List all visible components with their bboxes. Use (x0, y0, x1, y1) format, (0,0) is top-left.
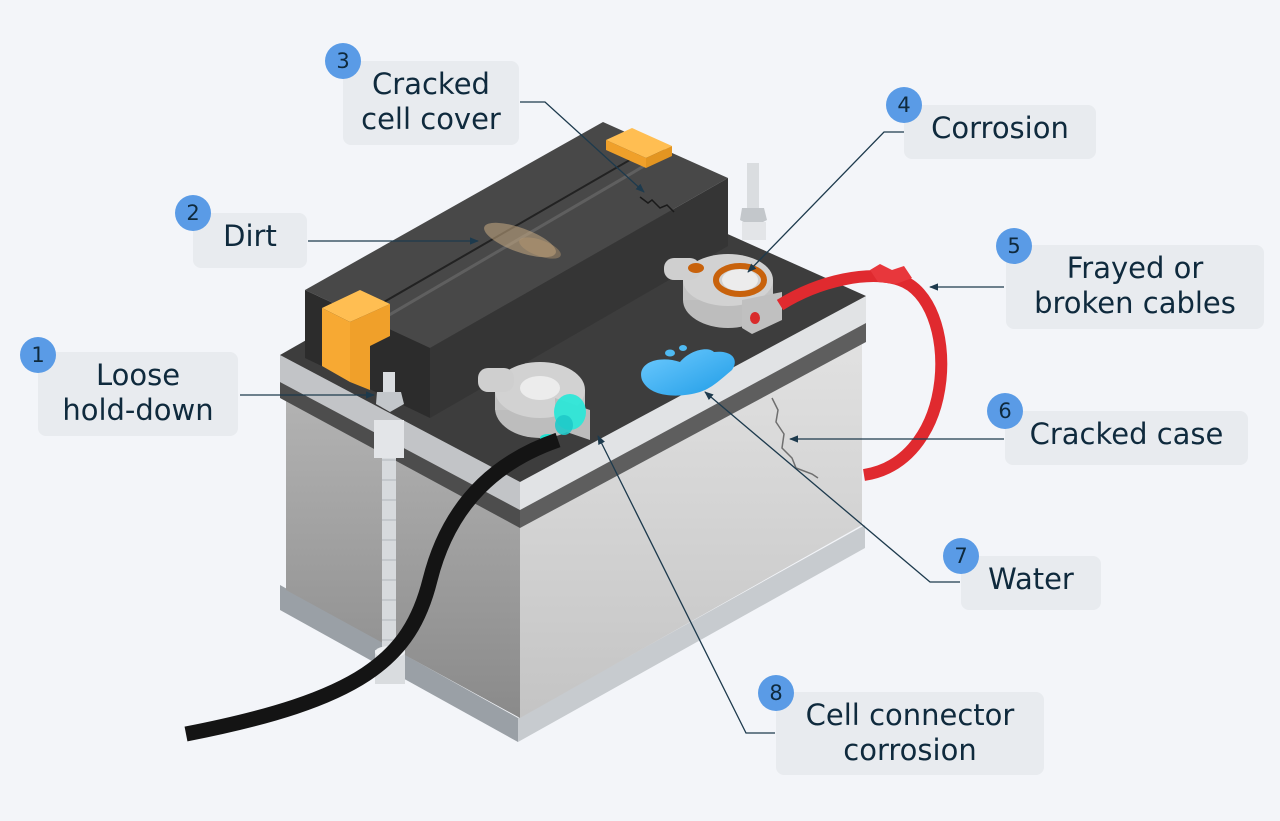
leader-lines (240, 101, 1004, 734)
callout-dirt: Dirt (193, 213, 307, 268)
callout-frayed-cables: Frayed or broken cables (1006, 245, 1264, 329)
leader-line-3 (520, 101, 645, 193)
case-crack (771, 397, 819, 479)
frayed-cable-spot (870, 264, 912, 284)
callout-text: hold-down (62, 393, 214, 427)
vent-cap-rear (606, 128, 672, 168)
positive-terminal (664, 254, 782, 334)
callout-text: Loose (95, 358, 181, 392)
callout-number-badge: 6 (987, 393, 1023, 429)
negative-cable (184, 432, 561, 742)
callout-text: Frayed or (1066, 251, 1204, 285)
battery-case (286, 330, 862, 718)
callout-text: Water (988, 562, 1074, 596)
callout-text: Corrosion (931, 111, 1069, 145)
callout-cracked-cell-cover: Cracked cell cover (343, 61, 519, 145)
callout-text: corrosion (843, 733, 977, 767)
water-puddle (641, 345, 735, 396)
callout-number-badge: 2 (175, 195, 211, 231)
callout-number-badge: 8 (758, 675, 794, 711)
callout-cell-connector-corrosion: Cell connector corrosion (776, 692, 1044, 775)
callout-text: Cracked case (1029, 417, 1224, 451)
callout-loose-hold-down: Loose hold-down (38, 352, 238, 436)
callout-number-badge: 4 (886, 87, 922, 123)
callout-text: Cracked (372, 67, 490, 101)
cell-connector-corrosion (540, 394, 586, 442)
callout-corrosion: Corrosion (904, 105, 1096, 159)
callout-number-badge: 7 (943, 538, 979, 574)
terminal-corrosion (688, 263, 767, 297)
leader-line-8 (597, 435, 775, 734)
cover-crack (639, 196, 675, 213)
hold-down-bolt-rear (740, 163, 767, 240)
callout-number-badge: 3 (325, 43, 361, 79)
leader-line-4 (747, 131, 904, 273)
callout-number-badge: 5 (996, 228, 1032, 264)
leader-line-7 (704, 391, 960, 583)
callout-text: Cell connector (805, 698, 1015, 732)
callout-water: Water (961, 556, 1101, 610)
callout-text: cell cover (361, 102, 501, 136)
callout-number-badge: 1 (20, 337, 56, 373)
callout-text: broken cables (1034, 286, 1236, 320)
dirt-patch (484, 222, 561, 259)
vent-cap (322, 290, 390, 390)
callout-text: Dirt (223, 219, 277, 253)
callout-cracked-case: Cracked case (1005, 411, 1248, 465)
